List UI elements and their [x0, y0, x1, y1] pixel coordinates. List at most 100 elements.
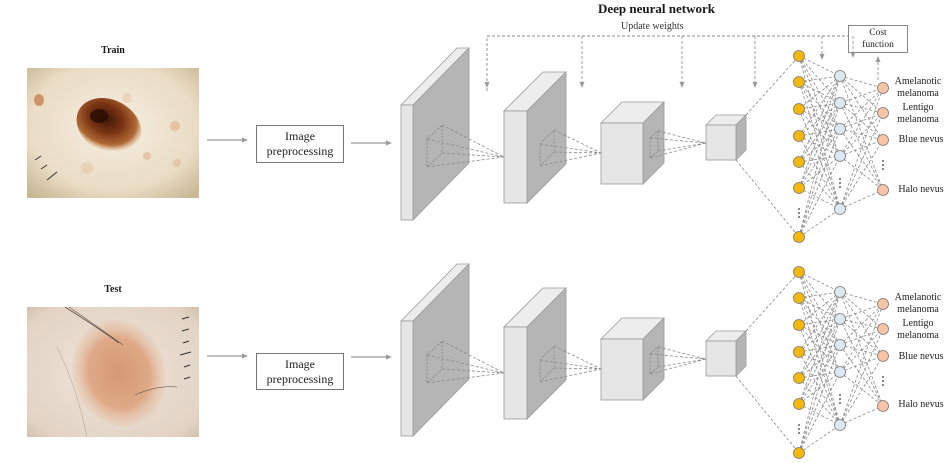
train-fc-connection — [839, 87, 884, 210]
train-input-ellipsis-icon — [798, 212, 800, 214]
class-label-line1: Lentigo — [902, 318, 934, 329]
train-hidden-node — [834, 203, 846, 215]
test-fc-connection — [798, 291, 841, 353]
train-input-ellipsis-icon — [798, 208, 800, 210]
class-label-line1: Halo nevus — [898, 184, 944, 195]
train-fc-connection — [839, 139, 884, 210]
test-flatten-line — [735, 375, 800, 454]
test-preprocessing-line1: Image — [285, 356, 315, 371]
test-fc-connection — [798, 403, 841, 426]
train-output-node — [877, 184, 889, 196]
train-flatten-line — [735, 159, 800, 238]
test-fc-connection — [839, 318, 884, 407]
train-conv-block-1-projection — [441, 124, 505, 158]
train-hidden-node — [834, 150, 846, 162]
train-class-label: Halo nevus — [891, 184, 950, 196]
update-weights-arrow-icon — [752, 82, 758, 88]
train-fc-connection — [839, 189, 884, 210]
test-class-label: Blue nevus — [891, 351, 950, 363]
test-conv-block-1-projection — [441, 368, 505, 374]
test-hidden-ellipsis-icon — [839, 402, 841, 404]
cost-function-line2: function — [862, 40, 894, 50]
update-weights-arrow-icon — [484, 82, 490, 88]
test-flatten-line — [745, 271, 800, 332]
train-skin-image — [27, 68, 199, 198]
cost-function-box: Cost function — [848, 25, 908, 53]
test-input-node — [793, 447, 805, 459]
test-hidden-node — [834, 286, 846, 298]
test-fc-connection — [839, 303, 884, 346]
train-flatten-line — [745, 55, 800, 116]
test-conv-block-1-projection — [441, 340, 505, 374]
test-fc-connection — [839, 371, 884, 407]
test-preprocessing-line2: preprocessing — [266, 371, 334, 386]
train-input-node — [793, 156, 805, 168]
test-conv-block-2-projection — [539, 368, 602, 383]
test-fc-connection — [839, 291, 884, 357]
train-fc-connection — [798, 55, 841, 157]
train-fc-connection — [839, 87, 884, 130]
train-hidden-ellipsis-icon — [839, 186, 841, 188]
test-fc-connection — [839, 328, 884, 373]
update-weights-label: Update weights — [621, 21, 684, 32]
train-conv-block-2-projection — [553, 151, 602, 154]
test-conv-block-3-projection — [649, 353, 707, 360]
test-conv-block-4-front — [705, 340, 737, 377]
test-output-ellipsis-icon — [882, 380, 884, 382]
test-input-node — [793, 319, 805, 331]
test-input-node — [793, 398, 805, 410]
train-fc-connection — [839, 102, 884, 141]
train-conv-block-4-front — [705, 124, 737, 161]
test-output-node — [877, 323, 889, 335]
train-input-node — [793, 50, 805, 62]
test-fc-connection — [798, 344, 841, 405]
train-fc-connection — [839, 112, 884, 157]
test-fc-connection — [839, 355, 884, 373]
test-conv-block-1-projection — [426, 372, 505, 384]
train-input-node — [793, 103, 805, 115]
test-output-node — [877, 400, 889, 412]
test-fc-connection — [839, 303, 884, 426]
test-fc-connection — [798, 424, 841, 454]
test-fc-connection — [798, 291, 841, 326]
test-fc-connection — [798, 297, 841, 320]
train-fc-connection — [798, 75, 841, 137]
train-conv-block-1-projection — [426, 138, 505, 158]
test-fc-connection — [839, 405, 884, 426]
train-fc-connection — [798, 102, 841, 238]
test-fc-connection — [798, 344, 841, 454]
test-hidden-node — [834, 366, 846, 378]
test-fc-connection — [798, 271, 841, 426]
train-output-ellipsis-icon — [882, 168, 884, 170]
train-conv-block-3-front — [600, 122, 644, 185]
train-conv-block-2-projection — [553, 129, 602, 154]
train-fc-connection — [839, 128, 884, 191]
diagram-title: Deep neural network — [598, 1, 715, 16]
class-label-line1: Lentigo — [902, 102, 934, 113]
train-fc-connection — [798, 55, 841, 210]
test-conv-block-3-projection — [657, 346, 707, 360]
train-fc-connection — [798, 128, 841, 238]
test-fc-connection — [839, 355, 884, 426]
test-fc-connection — [798, 291, 841, 299]
train-fc-connection — [839, 75, 884, 141]
train-conv-block-3-projection — [649, 137, 707, 144]
train-fc-connection — [839, 155, 884, 191]
train-hidden-node — [834, 70, 846, 82]
test-class-label: Halo nevus — [891, 399, 950, 411]
test-conv-block-3-projection — [657, 358, 707, 368]
test-fc-connection — [839, 291, 884, 407]
train-input-node — [793, 130, 805, 142]
test-fc-connection — [798, 377, 841, 426]
test-output-node — [877, 350, 889, 362]
test-conv-block-1-field — [426, 340, 443, 384]
test-arrow-to-network-head-icon — [386, 354, 392, 360]
class-label-line1: Blue nevus — [898, 134, 944, 145]
train-arrow-to-preprocessing-head-icon — [242, 137, 248, 143]
train-fc-connection — [839, 112, 884, 210]
test-output-ellipsis-icon — [882, 376, 884, 378]
train-arrow-to-network-head-icon — [386, 140, 392, 146]
train-fc-connection — [798, 128, 841, 189]
test-hidden-node — [834, 339, 846, 351]
train-preprocessing-box: Image preprocessing — [256, 125, 344, 163]
